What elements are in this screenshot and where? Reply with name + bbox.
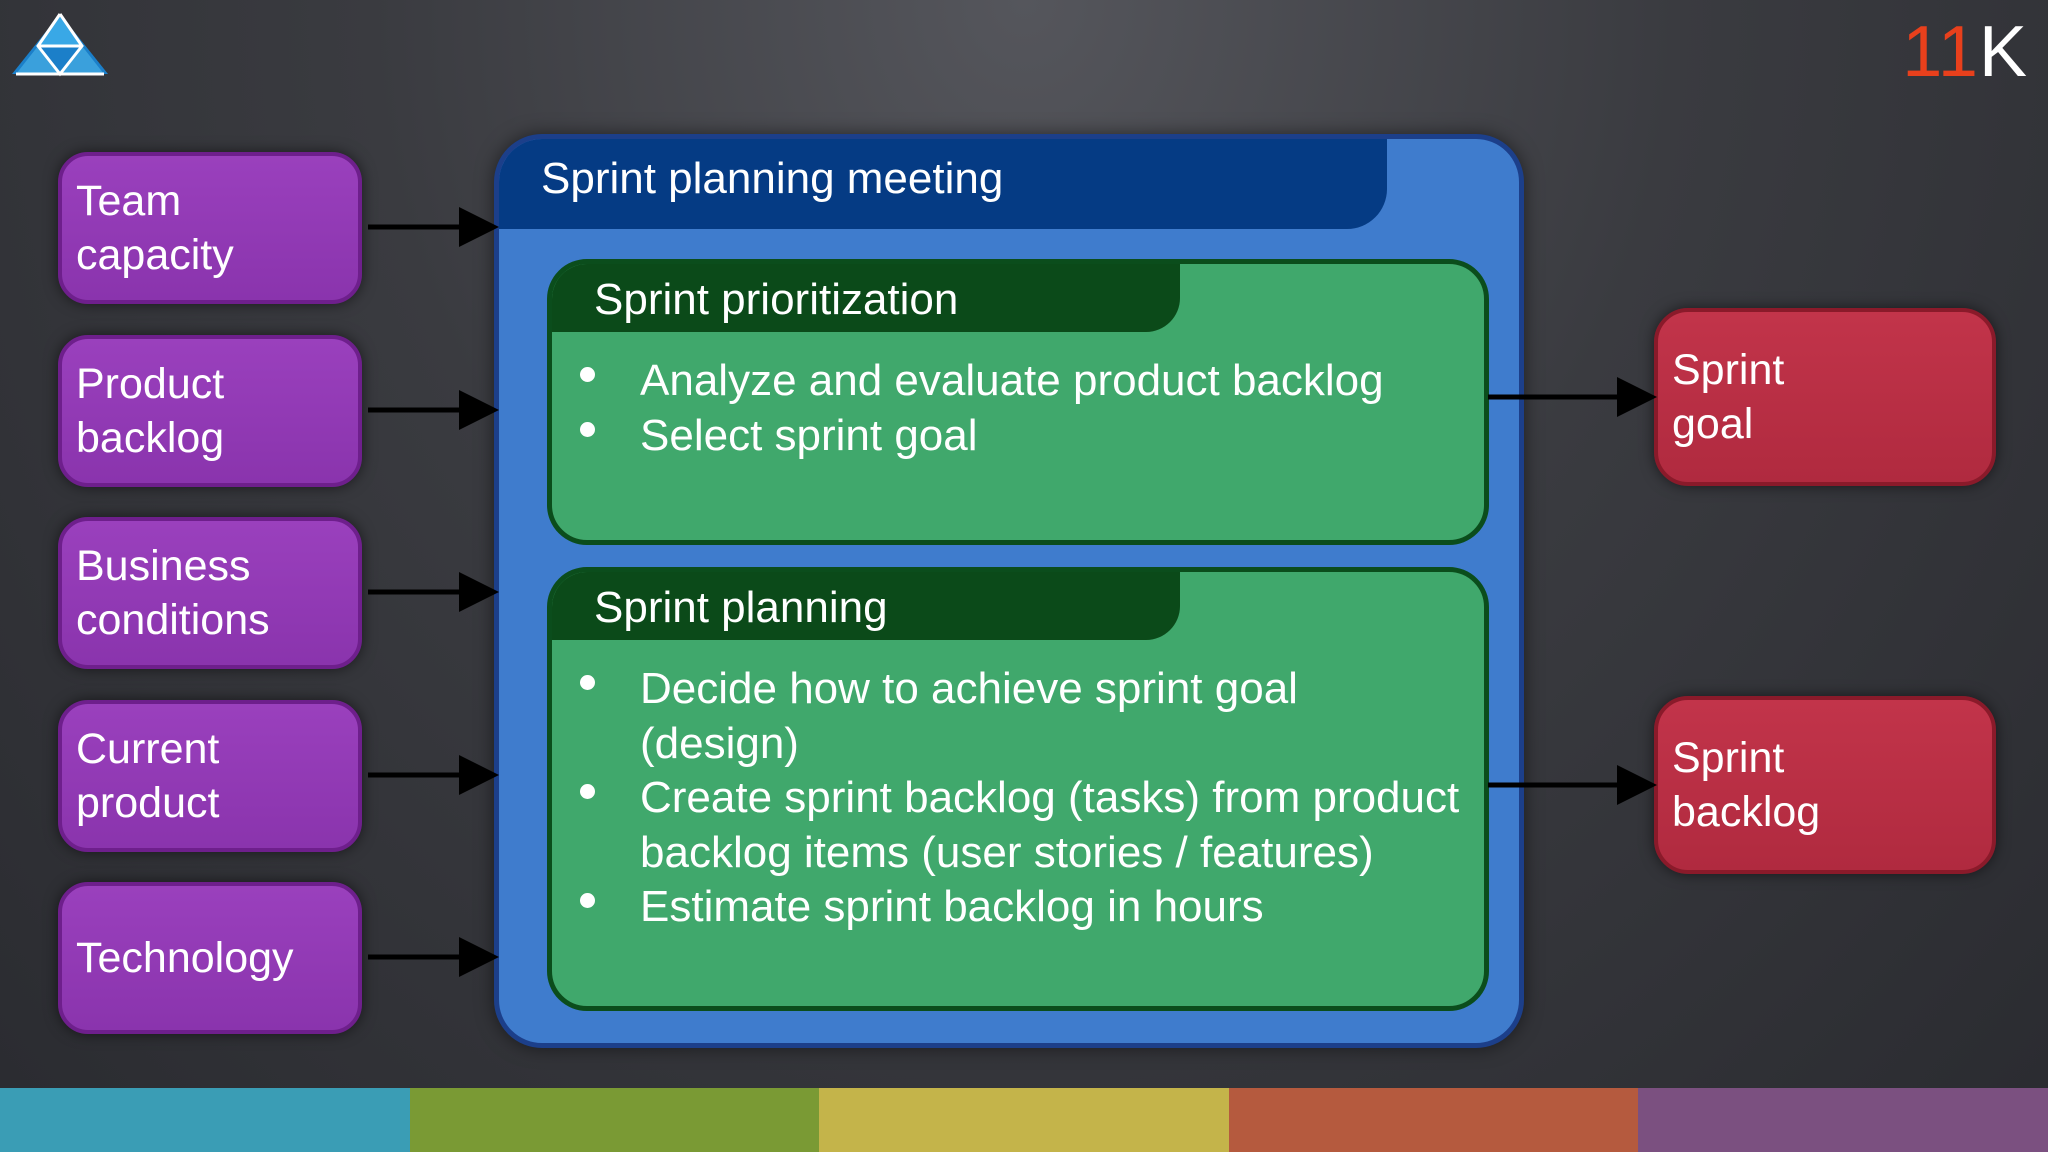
input-product-backlog: Product backlog [58, 335, 362, 487]
bullet-dot [580, 421, 595, 437]
meeting-header: Sprint planning meeting [499, 139, 1387, 229]
input-label: Business conditions [76, 542, 270, 644]
stripe-4 [1228, 1088, 1639, 1152]
output-sprint-goal: Sprint goal [1654, 308, 1996, 486]
pyramid-logo-icon [12, 13, 108, 77]
input-label: Technology [76, 934, 294, 982]
color-stripe-bar [0, 1088, 2048, 1152]
input-team-capacity: Team capacity [58, 152, 362, 304]
bullet-text: Analyze and evaluate product backlog [640, 356, 1384, 405]
stripe-3 [819, 1088, 1229, 1152]
phase-title: Sprint planning [594, 583, 888, 632]
bullet-dot [580, 675, 595, 690]
bullet-dot [580, 367, 595, 382]
stripe-5 [1638, 1088, 2048, 1152]
bullet-text: Estimate sprint backlog in hours [640, 882, 1264, 931]
bullet-list: Analyze and evaluate product backlog Sel… [552, 354, 1464, 463]
phase-header: Sprint planning [552, 572, 1180, 640]
brand-letter: K [1978, 12, 2028, 92]
input-technology: Technology [58, 882, 362, 1034]
bullet-item: Analyze and evaluate product backlog [552, 354, 1464, 409]
input-label: Team capacity [76, 177, 234, 279]
output-sprint-backlog: Sprint backlog [1654, 696, 1996, 874]
bullet-item: Select sprint goal [552, 409, 1464, 464]
phase-sprint-planning: Sprint planning Decide how to achieve sp… [547, 567, 1489, 1011]
bullet-dot [580, 784, 595, 799]
bullet-list: Decide how to achieve sprint goal (desig… [552, 662, 1464, 935]
input-current-product: Current product [58, 700, 362, 852]
output-label: Sprint goal [1672, 346, 1785, 448]
meeting-title: Sprint planning meeting [541, 154, 1004, 203]
stripe-2 [409, 1088, 820, 1152]
bullet-item: Estimate sprint backlog in hours [552, 880, 1464, 935]
bullet-text: Select sprint goal [640, 410, 978, 460]
brand-logo: 11K [1902, 12, 2028, 92]
stripe-1 [0, 1088, 410, 1152]
input-label: Current product [76, 725, 220, 827]
input-label: Product backlog [76, 360, 225, 462]
bullet-item: Decide how to achieve sprint goal (desig… [552, 662, 1464, 771]
bullet-text: Create sprint backlog (tasks) from produ… [640, 773, 1460, 877]
output-label: Sprint backlog [1672, 734, 1821, 836]
phase-header: Sprint prioritization [552, 264, 1180, 332]
bullet-text: Decide how to achieve sprint goal (desig… [640, 664, 1298, 768]
bullet-dot [580, 893, 595, 908]
phase-sprint-prioritization: Sprint prioritization Analyze and evalua… [547, 259, 1489, 545]
input-business-conditions: Business conditions [58, 517, 362, 669]
sprint-planning-meeting: Sprint planning meeting Sprint prioritiz… [494, 134, 1524, 1048]
brand-number: 11 [1902, 12, 1979, 92]
bullet-item: Create sprint backlog (tasks) from produ… [552, 771, 1464, 880]
phase-title: Sprint prioritization [594, 275, 959, 324]
